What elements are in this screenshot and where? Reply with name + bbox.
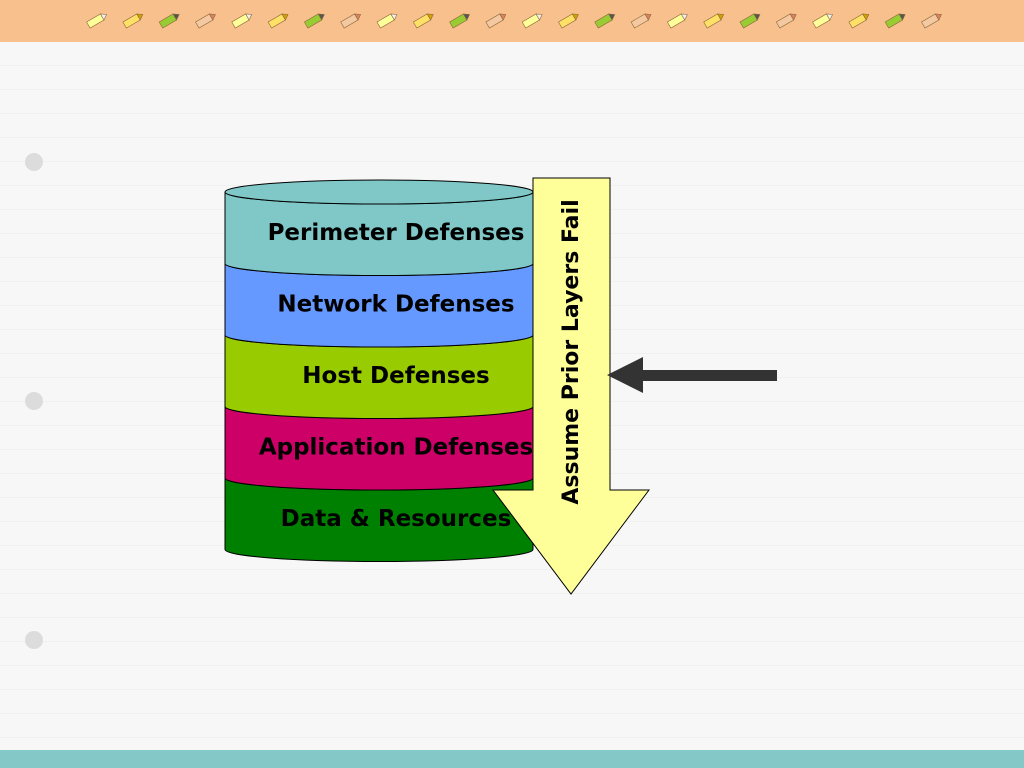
pencil-eraser-icon (376, 13, 398, 29)
assume-fail-arrow: Assume Prior Layers Fail (492, 177, 650, 595)
pencil-eraser-icon (812, 13, 833, 29)
down-arrow-shape (492, 177, 650, 595)
pointer-arrow-shaft (638, 370, 777, 381)
pencil-eraser-icon (86, 13, 107, 29)
pencil-eraser-icon (594, 13, 616, 29)
pencil-eraser-icon (558, 13, 579, 29)
binder-hole-icon (25, 392, 43, 410)
pencil-eraser-icon (884, 13, 906, 29)
pencil-eraser-icon (195, 13, 216, 29)
binder-hole-icon (25, 153, 43, 171)
pencil-eraser-icon (340, 13, 362, 29)
pencil-eraser-icon-row (86, 13, 942, 29)
layer-label-data: Data & Resources (281, 506, 512, 532)
pencil-eraser-icon (921, 13, 942, 29)
pointer-arrow (607, 357, 777, 393)
binder-hole-icon (25, 631, 43, 649)
pencil-eraser-icon (666, 13, 688, 29)
pencil-eraser-icon (485, 13, 507, 29)
pencil-eraser-icon (122, 13, 144, 29)
layer-label-network: Network Defenses (277, 292, 514, 318)
pencil-eraser-icon (521, 13, 543, 29)
cylinder-top-cap (224, 179, 534, 205)
pencil-eraser-icon (775, 13, 797, 29)
pointer-arrow-head (607, 357, 643, 393)
layer-label-host: Host Defenses (302, 363, 489, 389)
pencil-eraser-icon (267, 13, 289, 29)
pencil-eraser-icon (739, 13, 761, 29)
layer-label-perimeter: Perimeter Defenses (268, 220, 525, 246)
pencil-eraser-icon (412, 13, 434, 29)
pencil-eraser-icon (848, 13, 870, 29)
pencil-eraser-icon (449, 13, 470, 29)
pencil-eraser-icon (703, 13, 725, 29)
arrow-label: Assume Prior Layers Fail (559, 199, 584, 504)
pencil-eraser-icon (303, 13, 325, 29)
pencil-eraser-icon (630, 13, 652, 29)
pencil-eraser-icon (158, 13, 180, 29)
pencil-eraser-icon (231, 13, 253, 29)
top-decorative-band (0, 0, 1024, 42)
bottom-decorative-band (0, 750, 1024, 768)
layer-label-application: Application Defenses (259, 435, 533, 461)
